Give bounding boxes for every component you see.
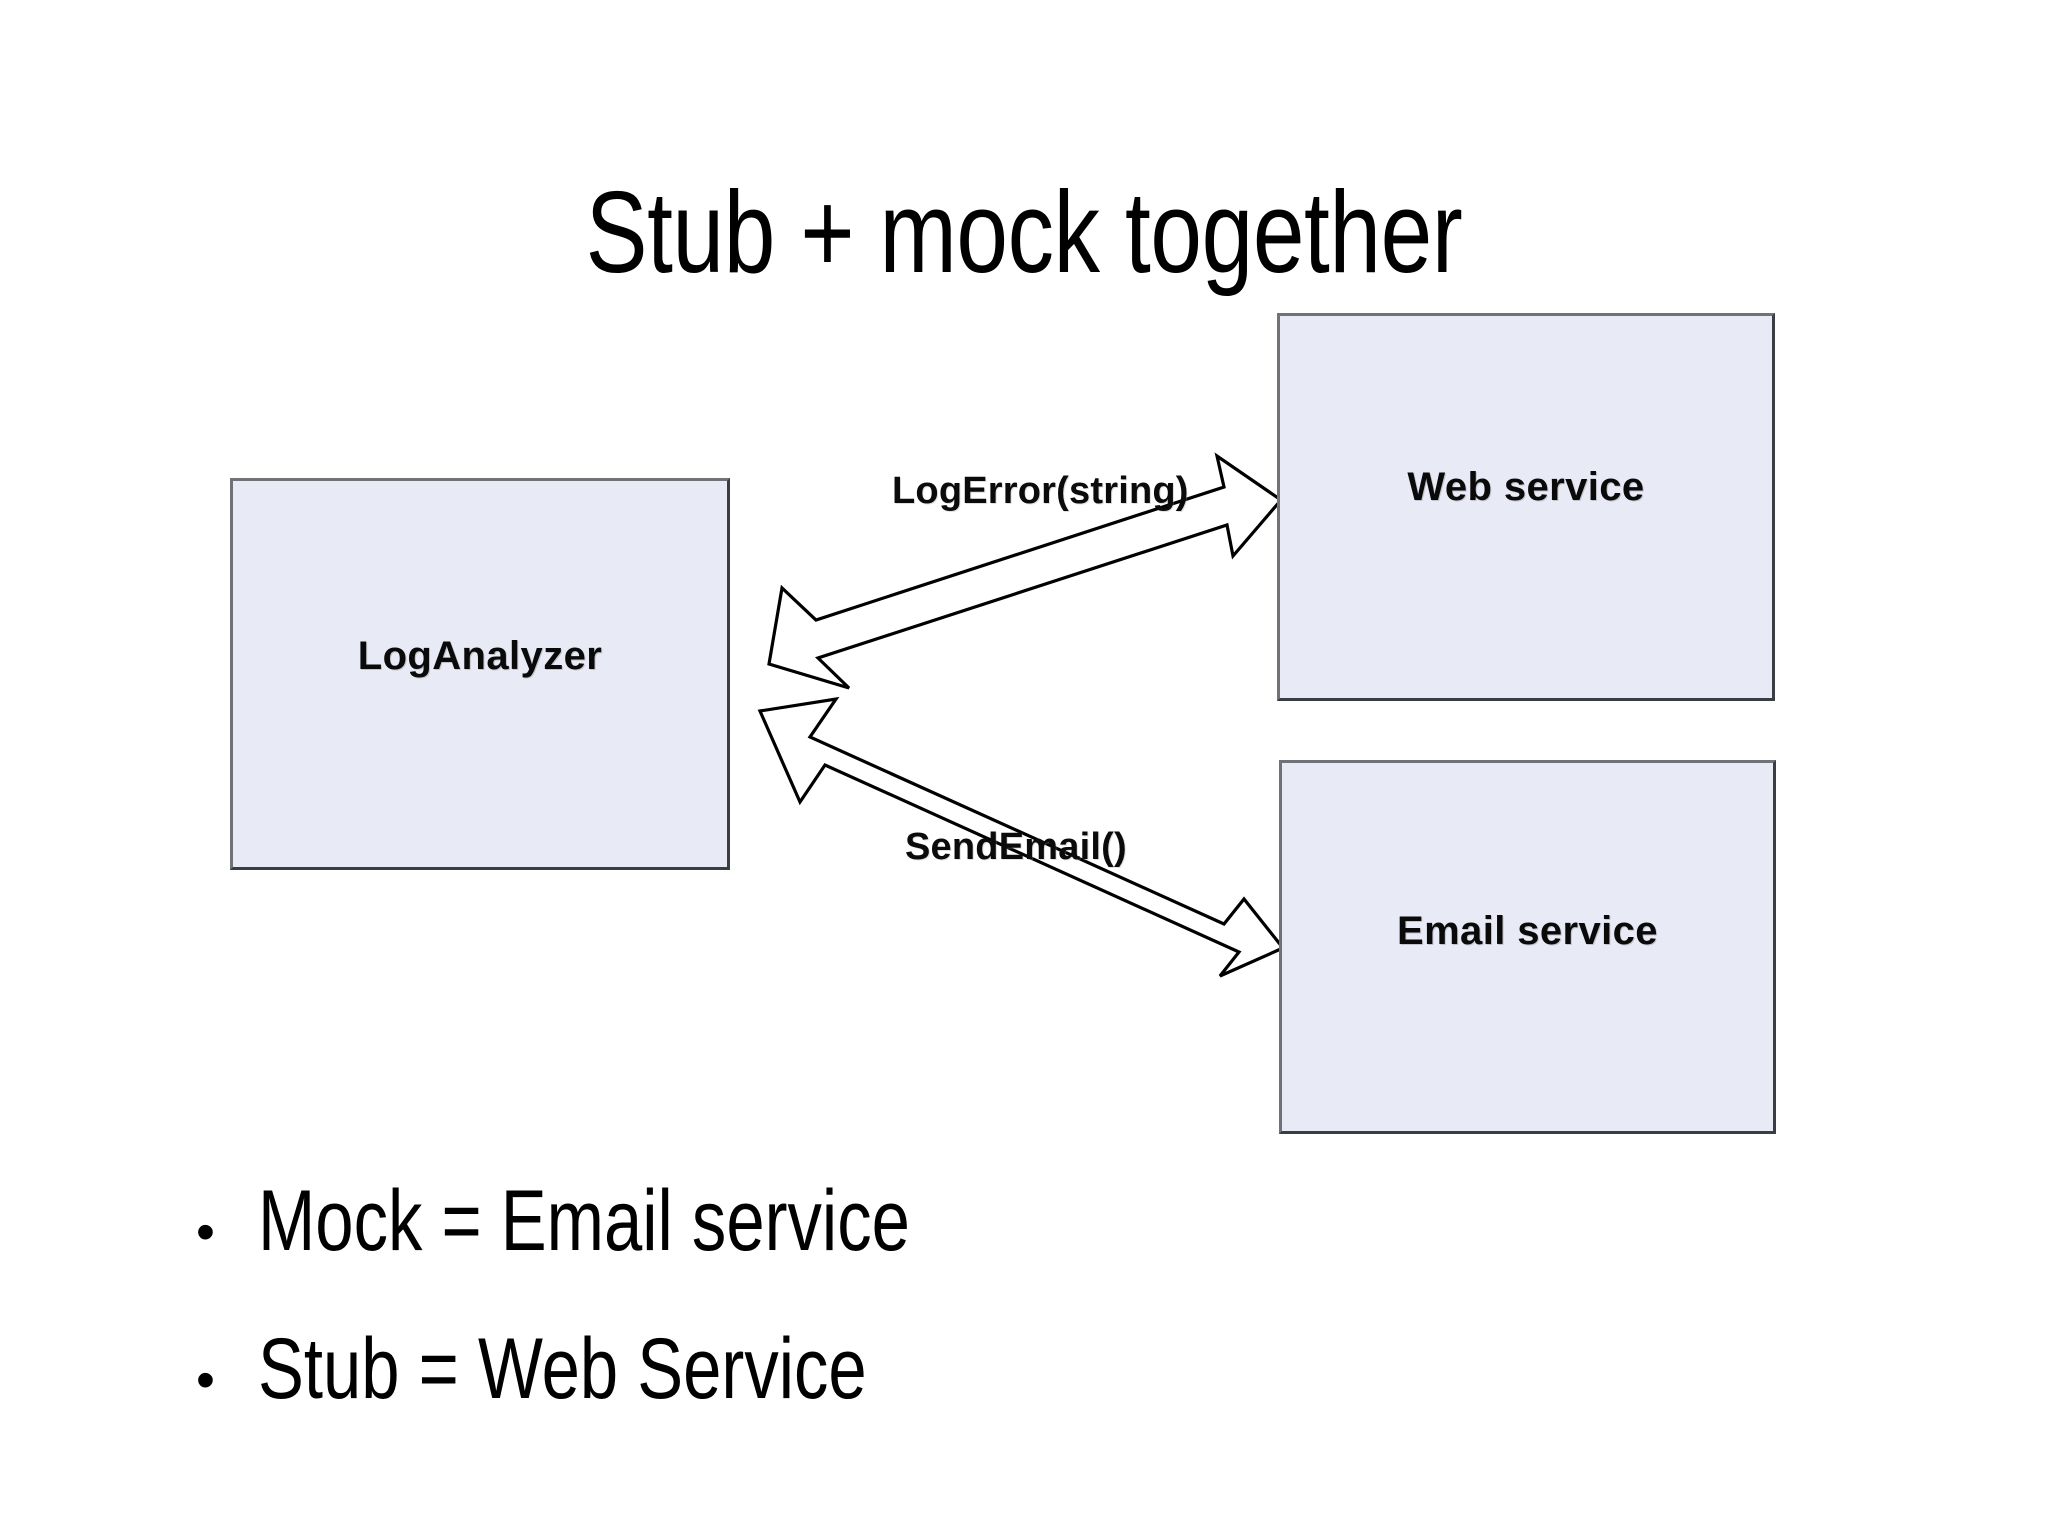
- list-item: • Stub = Web Service: [196, 1326, 1696, 1412]
- bullet-marker-icon: •: [196, 1350, 215, 1410]
- bullet-text: Stub = Web Service: [258, 1321, 867, 1417]
- bullet-text: Mock = Email service: [258, 1173, 910, 1269]
- diagram-node-label: LogAnalyzer: [357, 633, 603, 678]
- diagram-node-loganalyzer[interactable]: LogAnalyzer: [230, 478, 730, 870]
- list-item: • Mock = Email service: [196, 1178, 1696, 1264]
- diagram-node-emailservice[interactable]: Email service: [1279, 760, 1776, 1134]
- diagram-node-label: Web service: [1407, 464, 1645, 509]
- bullet-list: • Mock = Email service • Stub = Web Serv…: [196, 1178, 1696, 1474]
- diagram-node-label: Email service: [1397, 908, 1658, 953]
- edge-label-logerror: LogError(string): [892, 470, 1189, 512]
- bullet-marker-icon: •: [196, 1202, 215, 1262]
- edge-label-sendemail: SendEmail(): [905, 826, 1127, 868]
- architecture-diagram: LogAnalyzer Web service Email service Lo…: [230, 313, 1776, 1134]
- diagram-node-webservice[interactable]: Web service: [1277, 313, 1775, 701]
- page-title: Stub + mock together: [585, 166, 1463, 297]
